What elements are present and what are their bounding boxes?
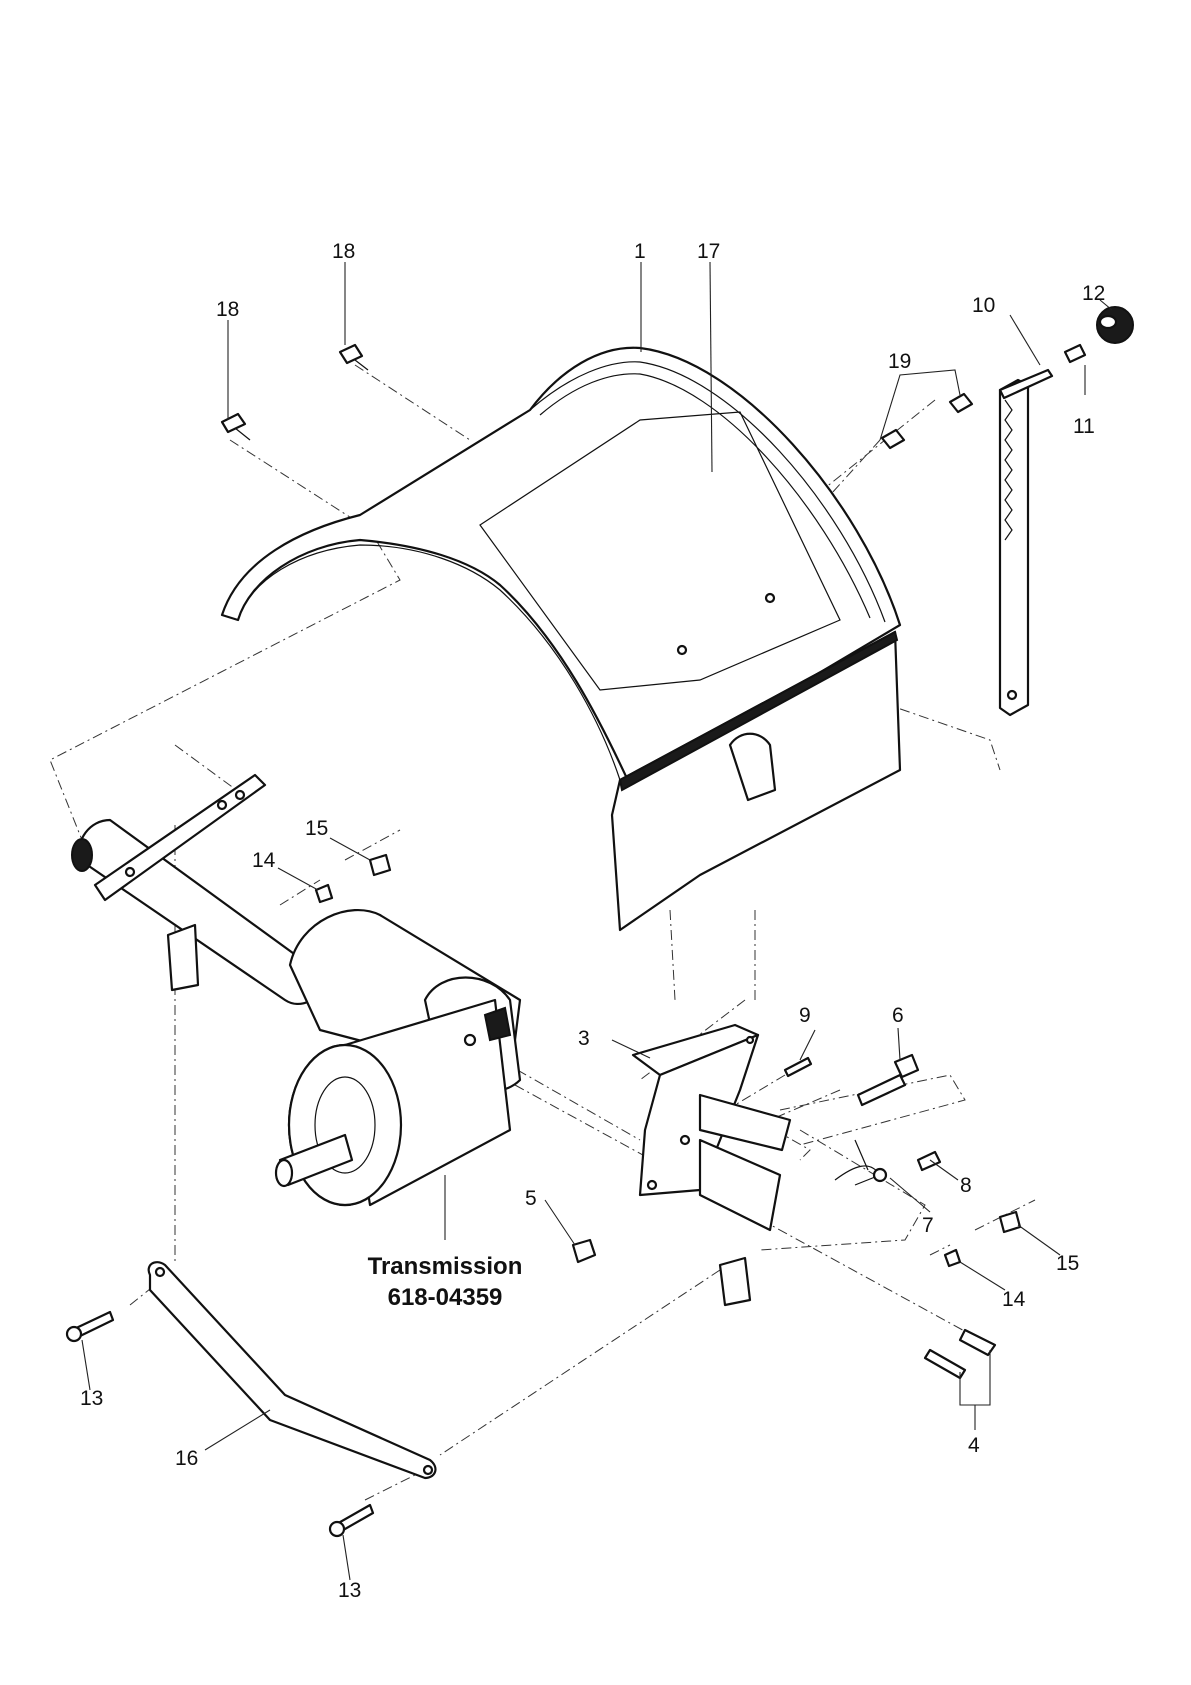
label-part-15-upper: 15: [305, 817, 328, 840]
transmission: [276, 910, 520, 1205]
label-part-8: 8: [960, 1174, 972, 1197]
bolt-19-left: [882, 430, 904, 448]
bolt-13-lower: [330, 1505, 373, 1536]
label-part-10: 10: [972, 294, 995, 317]
depth-bar-hardware: [1065, 307, 1133, 362]
label-part-11: 11: [1073, 415, 1095, 438]
bolt-18-right: [340, 345, 368, 370]
tine-shield: [222, 348, 900, 930]
label-part-1: 1: [634, 240, 646, 263]
label-part-15-lower: 15: [1056, 1252, 1079, 1275]
label-part-14-lower: 14: [1002, 1288, 1026, 1311]
label-part-5: 5: [525, 1187, 537, 1210]
hitch-bracket: [633, 1025, 790, 1230]
label-part-16: 16: [175, 1447, 198, 1470]
label-part-3: 3: [578, 1027, 590, 1050]
label-part-4: 4: [968, 1434, 980, 1457]
transmission-name: Transmission: [368, 1253, 523, 1280]
label-part-9: 9: [799, 1004, 811, 1027]
bolt-19-right: [950, 394, 972, 412]
label-part-13-lower: 13: [338, 1579, 361, 1602]
label-part-12: 12: [1082, 282, 1105, 305]
label-part-18-left: 18: [216, 298, 239, 321]
bolt-13-left: [67, 1312, 113, 1341]
bolt-18-left: [222, 414, 250, 440]
transmission-caption: Transmission 618-04359: [368, 1253, 523, 1311]
depth-bar: [1000, 370, 1052, 715]
transmission-part-number: 618-04359: [388, 1284, 503, 1311]
label-part-17: 17: [697, 240, 720, 263]
label-part-14-upper: 14: [252, 849, 276, 872]
label-part-19: 19: [888, 350, 911, 373]
nut-5: [573, 1240, 595, 1262]
label-part-7: 7: [922, 1214, 934, 1237]
label-part-13-left: 13: [80, 1387, 103, 1410]
label-part-18-right: 18: [332, 240, 355, 263]
label-part-6: 6: [892, 1004, 904, 1027]
